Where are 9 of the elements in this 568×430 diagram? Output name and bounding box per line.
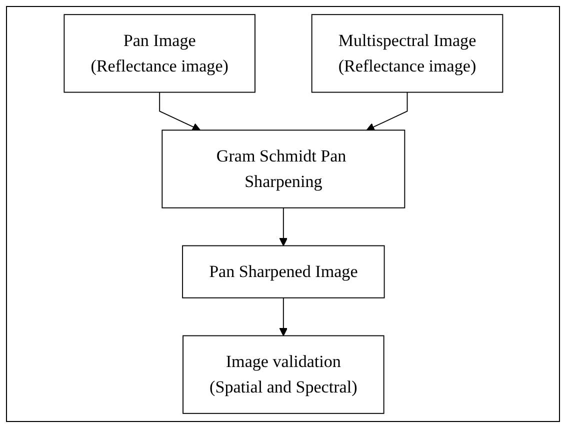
arrow (366, 92, 408, 131)
node-box: Pan Image (Reflectance image) (63, 14, 256, 93)
arrow (278, 297, 288, 336)
arrow (278, 207, 288, 246)
node-box: Gram Schmidt Pan Sharpening (161, 130, 405, 208)
node-box: Image validation (Spatial and Spectral) (182, 335, 384, 414)
node-box: Multispectral Image (Reflectance image) (310, 14, 503, 93)
node-box: Pan Sharpened Image (182, 245, 384, 298)
arrow (158, 92, 200, 131)
